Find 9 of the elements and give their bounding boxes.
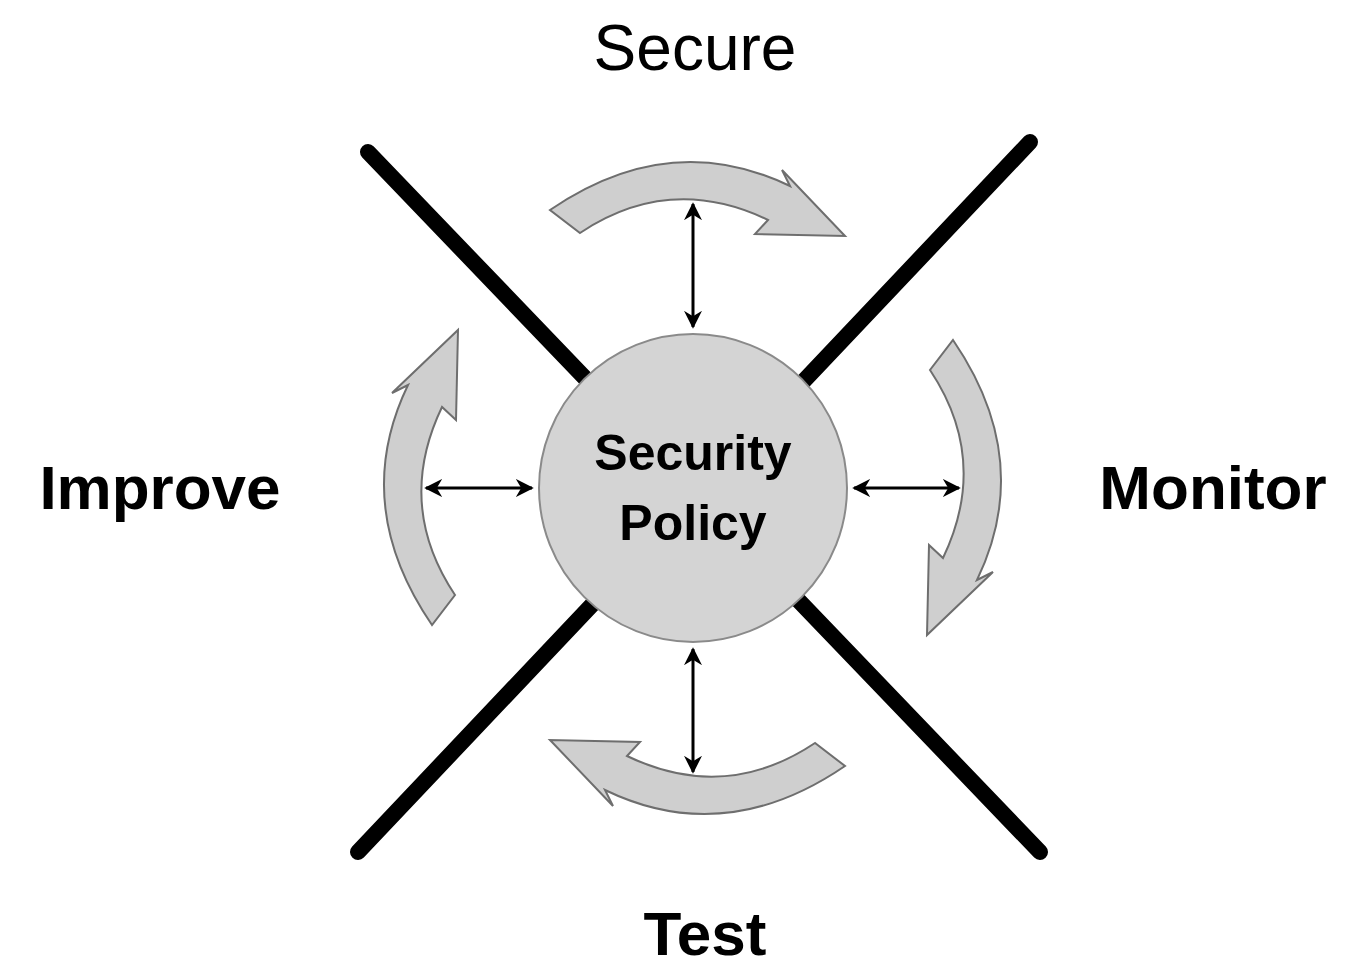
double-arrow [684, 647, 702, 774]
phase-label: Improve [39, 452, 281, 523]
phase-label: Test [643, 897, 767, 969]
circle-label: Security Policy [593, 424, 793, 553]
double-arrow [852, 479, 961, 497]
phase-label: Monitor [1099, 452, 1327, 523]
phase-label: Secure [593, 10, 797, 85]
double-arrow [424, 479, 534, 497]
double-arrow [684, 202, 702, 329]
